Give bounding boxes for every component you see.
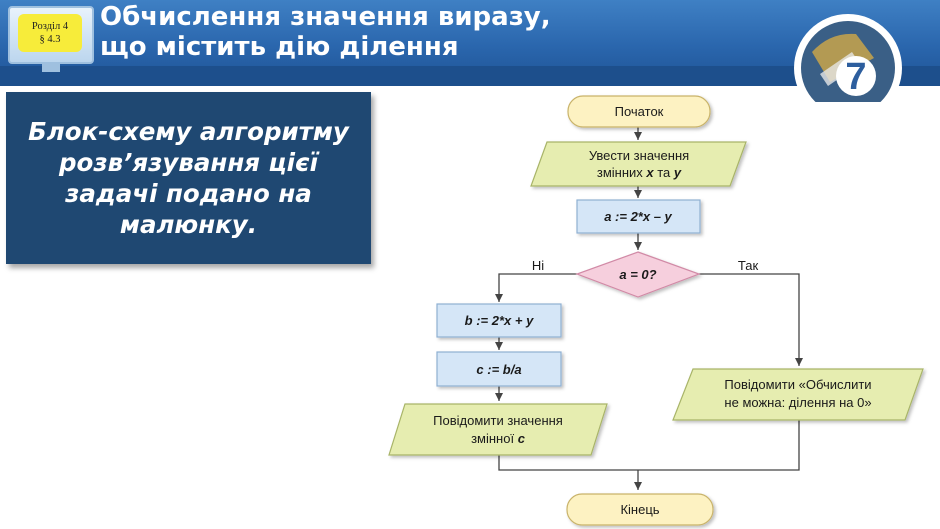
output-c-line-1: Повідомити значення xyxy=(433,413,563,428)
output-error-line-1: Повідомити «Обчислити xyxy=(724,377,871,392)
arrow-condition-yes xyxy=(699,274,799,366)
output-c-block xyxy=(389,404,607,455)
output-c-line-2: змінної c xyxy=(471,431,526,446)
output-error-line-2: не можна: ділення на 0» xyxy=(724,395,871,410)
no-label: Ні xyxy=(532,258,544,273)
start-label: Початок xyxy=(615,104,664,119)
end-label: Кінець xyxy=(620,502,659,517)
arrow-condition-no xyxy=(499,274,577,302)
line-output-merge xyxy=(499,455,638,470)
input-line-2-prefix: змінних xyxy=(597,165,647,180)
condition-label: a = 0? xyxy=(619,267,656,282)
output-c-line-2-prefix: змінної xyxy=(471,431,518,446)
output-c-var: c xyxy=(518,431,526,446)
input-line-2: змінних x та y xyxy=(597,165,682,180)
input-line-1: Увести значення xyxy=(589,148,689,163)
assign-a-label: a := 2*x – y xyxy=(604,209,672,224)
line-error-merge xyxy=(638,420,799,470)
input-var-y: y xyxy=(673,165,682,180)
yes-label: Так xyxy=(738,258,759,273)
input-conj: та xyxy=(654,165,674,180)
assign-c-label: c := b/a xyxy=(476,362,521,377)
assign-b-label: b := 2*x + y xyxy=(465,313,534,328)
